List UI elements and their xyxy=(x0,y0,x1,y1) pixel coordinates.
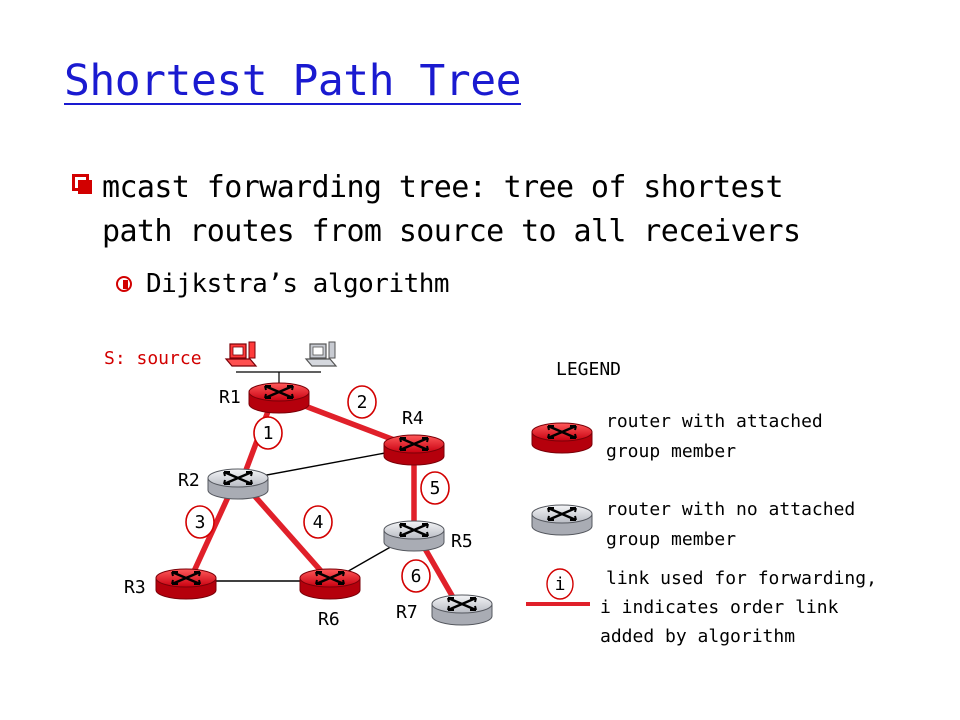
legend-title: LEGEND xyxy=(556,359,621,380)
forwarding-link-3 xyxy=(187,482,237,582)
router-r6-icon xyxy=(298,567,362,601)
svg-text:5: 5 xyxy=(430,478,441,499)
legend-link-line-3: added by algorithm xyxy=(600,626,795,647)
legend-nonmember-line-1: router with no attached xyxy=(606,499,855,520)
page-title: Shortest Path Tree xyxy=(64,56,522,106)
router-label-r4: R4 xyxy=(402,408,424,429)
forwarding-link-4 xyxy=(241,482,332,582)
host-icon xyxy=(305,341,337,367)
router-r5-icon xyxy=(382,519,446,553)
router-label-r5: R5 xyxy=(451,531,473,552)
router-label-r2: R2 xyxy=(178,470,200,491)
order-marker-4: 4 xyxy=(303,505,333,539)
source-label: S: source xyxy=(104,348,202,369)
order-marker-6: 6 xyxy=(401,559,431,593)
source-host-icon xyxy=(225,341,257,367)
order-marker-2: 2 xyxy=(347,385,377,419)
bullet-line-1: mcast forwarding tree: tree of shortest xyxy=(102,170,784,205)
router-label-r1: R1 xyxy=(219,387,241,408)
router-r2-icon xyxy=(206,467,270,501)
legend-member-line-2: group member xyxy=(606,441,736,462)
order-marker-5: 5 xyxy=(420,471,450,505)
order-marker-1: 1 xyxy=(253,416,283,450)
svg-text:6: 6 xyxy=(411,566,422,587)
router-r3-icon xyxy=(154,567,218,601)
square-bullet-icon xyxy=(72,174,92,194)
router-r4-icon xyxy=(382,433,446,467)
link-r2-r4 xyxy=(239,447,413,481)
sub-bullet-text: Dijkstra’s algorithm xyxy=(146,269,450,299)
legend-order-marker: i xyxy=(546,568,574,600)
svg-text:i: i xyxy=(555,574,566,595)
forwarding-link-6 xyxy=(417,538,461,608)
legend-nonmember-line-2: group member xyxy=(606,529,736,550)
router-r7-icon xyxy=(430,593,494,627)
order-marker-3: 3 xyxy=(185,505,215,539)
sub-bullet-icon xyxy=(116,276,132,292)
svg-text:1: 1 xyxy=(263,423,274,444)
router-label-r3: R3 xyxy=(124,577,146,598)
router-r1-icon xyxy=(247,381,311,415)
legend-nonmember-router-icon xyxy=(530,503,594,537)
router-label-r6: R6 xyxy=(318,609,340,630)
legend-link-line-2: i indicates order link xyxy=(600,597,839,618)
bullet-line-2: path routes from source to all receivers xyxy=(102,214,801,249)
legend-member-router-icon xyxy=(530,421,594,455)
legend-link-line-1: link used for forwarding, xyxy=(606,568,877,589)
svg-text:4: 4 xyxy=(313,512,324,533)
svg-text:2: 2 xyxy=(357,392,368,413)
svg-text:3: 3 xyxy=(195,512,206,533)
legend-member-line-1: router with attached xyxy=(606,411,823,432)
router-label-r7: R7 xyxy=(396,602,418,623)
